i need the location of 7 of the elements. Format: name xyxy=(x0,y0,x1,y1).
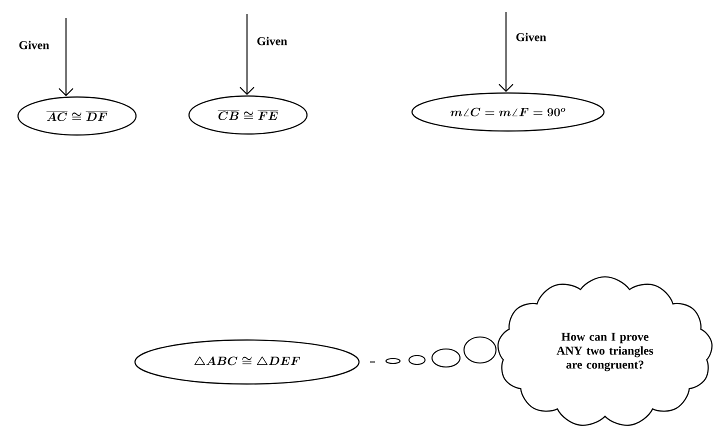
arrow xyxy=(498,12,514,92)
arrow xyxy=(240,14,254,95)
thought-cloud: How can I prove ANY two triangles are congruent? xyxy=(497,276,713,426)
edge-label: Given xyxy=(19,40,50,50)
arrow xyxy=(58,18,74,96)
edge-label: Given xyxy=(257,36,288,46)
edge-label: Given xyxy=(516,32,546,42)
